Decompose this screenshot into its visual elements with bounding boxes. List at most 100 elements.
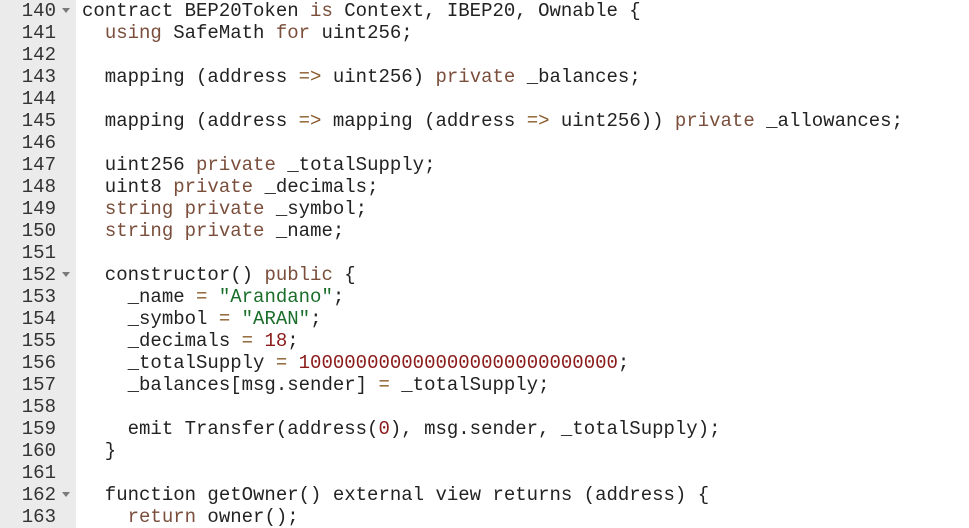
line-number-text: 154 [21,308,56,330]
line-number-text: 147 [21,154,56,176]
code-line[interactable]: } [76,440,969,462]
code-line[interactable] [76,44,969,66]
line-number-text: 142 [21,44,56,66]
code-token: _name; [264,220,345,242]
code-token: mapping (address [82,66,299,88]
code-token: mapping (address [82,110,299,132]
code-token: } [82,440,117,462]
code-token: = [275,352,288,374]
line-number: 154 [0,308,76,330]
code-token: contract BEP20Token [82,0,311,22]
code-token [230,308,241,330]
code-token: "ARAN" [241,308,311,330]
line-number-text: 163 [21,506,56,528]
code-token: ), msg.sender, _totalSupply); [389,418,721,440]
chevron-down-icon[interactable] [62,492,70,497]
code-token: uint8 [82,176,174,198]
line-number-text: 159 [21,418,56,440]
code-line[interactable]: return owner(); [76,506,969,528]
code-line[interactable]: mapping (address => mapping (address => … [76,110,969,132]
line-number: 156 [0,352,76,374]
code-token [173,220,184,242]
code-line[interactable]: _symbol = "ARAN"; [76,308,969,330]
line-number-text: 157 [21,374,56,396]
code-line[interactable]: emit Transfer(address(0), msg.sender, _t… [76,418,969,440]
line-number: 158 [0,396,76,418]
code-token [207,286,218,308]
code-line[interactable] [76,242,969,264]
line-number-text: 140 [21,0,56,22]
code-line[interactable]: contract BEP20Token is Context, IBEP20, … [76,0,969,22]
code-token: private [196,154,276,176]
code-token: private [173,176,254,198]
code-token: "Arandano" [218,286,333,308]
line-number-text: 156 [21,352,56,374]
code-line[interactable] [76,88,969,110]
code-token [173,198,184,220]
code-line[interactable] [76,462,969,484]
line-number: 159 [0,418,76,440]
code-token: => [298,110,322,132]
line-number-text: 150 [21,220,56,242]
code-line[interactable]: _totalSupply = 1000000000000000000000000… [76,352,969,374]
code-line[interactable]: constructor() public { [76,264,969,286]
code-token: mapping (address [321,110,527,132]
code-token: uint256) [321,66,436,88]
code-token: private [674,110,755,132]
line-number: 150 [0,220,76,242]
line-number: 148 [0,176,76,198]
code-line[interactable]: _decimals = 18; [76,330,969,352]
line-number-text: 162 [21,484,56,506]
code-token: _balances; [515,66,641,88]
code-line[interactable]: string private _name; [76,220,969,242]
line-number-text: 152 [21,264,56,286]
code-token: 18 [264,330,288,352]
code-token: string [104,198,174,220]
line-number: 142 [0,44,76,66]
code-token: public [264,264,333,286]
line-number: 162 [0,484,76,506]
line-number-text: 144 [21,88,56,110]
code-line[interactable]: using SafeMath for uint256; [76,22,969,44]
code-token: _name [82,286,197,308]
code-line[interactable]: _name = "Arandano"; [76,286,969,308]
code-token: ; [332,286,345,308]
line-number: 146 [0,132,76,154]
line-number-text: 148 [21,176,56,198]
line-number-text: 151 [21,242,56,264]
code-line[interactable] [76,132,969,154]
code-token: ; [287,330,299,352]
code-line[interactable]: mapping (address => uint256) private _ba… [76,66,969,88]
line-number: 152 [0,264,76,286]
code-token [82,22,105,44]
line-number: 140 [0,0,76,22]
code-token: emit Transfer(address( [82,418,379,440]
code-token: uint256; [310,22,413,44]
chevron-down-icon[interactable] [62,8,70,13]
code-line[interactable] [76,396,969,418]
line-number-text: 145 [21,110,56,132]
code-token: = [378,374,390,396]
chevron-down-icon[interactable] [62,272,70,277]
line-number-text: 158 [21,396,56,418]
code-line[interactable]: uint256 private _totalSupply; [76,154,969,176]
code-token: = [241,330,254,352]
code-line[interactable]: function getOwner() external view return… [76,484,969,506]
line-number: 161 [0,462,76,484]
code-token: _symbol [82,308,219,330]
code-line[interactable]: string private _symbol; [76,198,969,220]
line-number: 157 [0,374,76,396]
code-line[interactable]: _balances[msg.sender] = _totalSupply; [76,374,969,396]
line-number: 143 [0,66,76,88]
line-number: 153 [0,286,76,308]
line-number: 163 [0,506,76,528]
line-number-text: 153 [21,286,56,308]
code-token: _allowances; [754,110,903,132]
code-token: owner(); [196,506,299,528]
code-token: ; [310,308,322,330]
line-number: 149 [0,198,76,220]
code-area[interactable]: contract BEP20Token is Context, IBEP20, … [76,0,969,528]
code-token [82,198,105,220]
code-line[interactable]: uint8 private _decimals; [76,176,969,198]
